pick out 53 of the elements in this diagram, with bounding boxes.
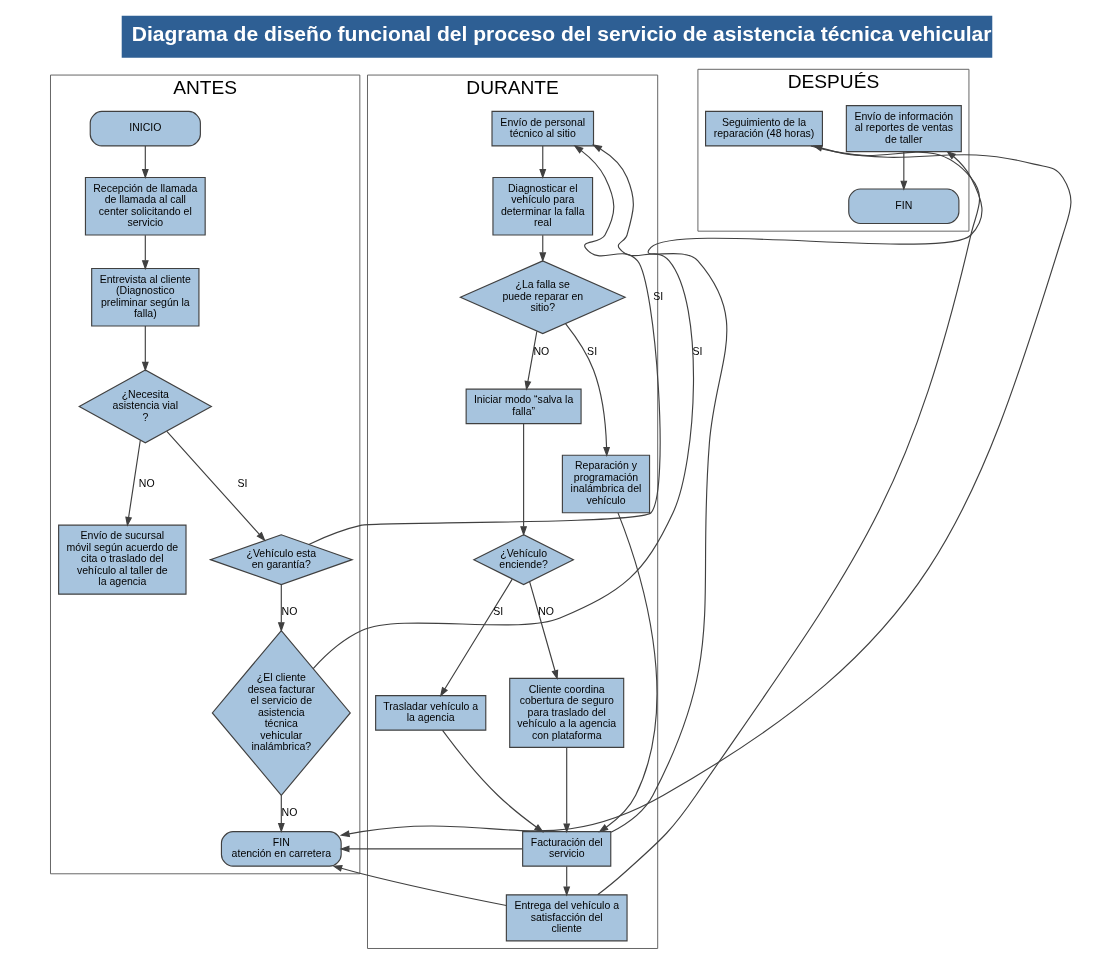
- node-box: Envío de sucursal móvil según acuerdo de cita o traslado del vehículo al taller de la agencia: [57, 524, 187, 595]
- arrow: [564, 323, 610, 457]
- node-diamond: ¿Vehículo esta en garantía?: [208, 534, 354, 586]
- node-box: INICIO: [89, 110, 201, 147]
- arrow: [312, 144, 694, 670]
- edge-label: NO: [532, 344, 549, 357]
- node-box: Trasladar vehículo a la agencia: [374, 695, 486, 731]
- node-diamond: ¿Necesita asistencia vial ?: [77, 369, 213, 444]
- edge-label: SI: [691, 344, 702, 357]
- node-diamond: ¿La falla se puede reparar en sitio?: [458, 260, 627, 335]
- node-box: Iniciar modo “salva la falla”: [465, 388, 582, 425]
- arrow: [597, 512, 657, 833]
- arrow: [141, 325, 149, 372]
- arrow: [307, 145, 661, 545]
- node-diamond: ¿El cliente desea facturar el servicio de asistencia técnica vehicular inalámbrica?: [211, 629, 351, 797]
- arrow: [277, 794, 285, 833]
- arrow: [439, 578, 513, 698]
- node-box: Facturación del servicio: [521, 831, 611, 867]
- edge-label: SI: [586, 344, 597, 357]
- node-box: Entrega del vehículo a satisfacción del cliente: [505, 894, 628, 942]
- arrow: [331, 865, 507, 907]
- arrow: [519, 423, 527, 537]
- node-box: Cliente coordina cobertura de seguro para traslado del vehículo a la agencia con plataforma: [508, 677, 624, 748]
- edge-label: NO: [537, 605, 554, 618]
- edge-label: SI: [237, 476, 247, 489]
- arrow: [339, 845, 523, 853]
- arrow: [524, 330, 537, 391]
- diagram-title: Diagrama de diseño funcional del proceso del servicio de asistencia técnica vehicular: [131, 22, 992, 46]
- arrow: [124, 439, 141, 527]
- edge-label: NO: [281, 605, 297, 618]
- edge-label: SI: [492, 605, 503, 618]
- arrow: [141, 145, 149, 180]
- arrow: [141, 234, 149, 271]
- arrow: [528, 581, 558, 680]
- node-box: Entrevista al cliente (Diagnostico preliminar según la falla): [90, 267, 199, 327]
- node-box: Diagnosticar el vehículo para determinar la falla real: [491, 176, 593, 236]
- arrow: [538, 145, 546, 180]
- edge-label: NO: [281, 806, 297, 819]
- arrow: [562, 865, 570, 897]
- node-diamond: ¿Vehículo enciende?: [472, 534, 575, 586]
- node-box: Envío de información al reportes de ventas de taller: [845, 105, 962, 153]
- arrow: [899, 151, 907, 191]
- node-box: Recepción de llamada de llamada al call center solicitando el servicio: [84, 176, 206, 236]
- arrow: [165, 430, 266, 542]
- node-box: FIN: [847, 188, 959, 225]
- arrow: [441, 729, 544, 833]
- node-box: Envío de personal técnico al sitio: [490, 110, 594, 147]
- node-box: FIN atención en carretera: [220, 831, 342, 867]
- arrow: [562, 747, 570, 834]
- edge-label: NO: [138, 476, 155, 489]
- node-box: Reparación y programación inalámbrica del vehículo: [561, 454, 650, 514]
- arrow: [277, 584, 285, 633]
- node-box: Seguimiento de la reparación (48 horas): [704, 110, 823, 147]
